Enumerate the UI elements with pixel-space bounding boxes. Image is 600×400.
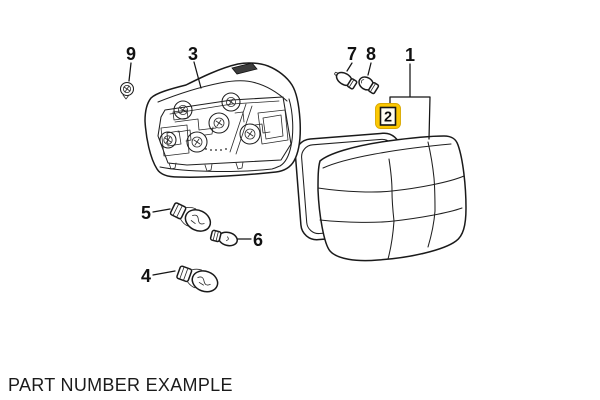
bulb-socket <box>159 131 177 149</box>
callout-6[interactable]: 6 <box>253 230 263 250</box>
badge-inner-box <box>379 106 397 126</box>
bulb-carrier-drawing <box>144 62 301 178</box>
bulb-6-drawing <box>209 229 238 247</box>
bulb-8-drawing <box>358 76 380 95</box>
bulb-socket <box>221 92 241 112</box>
bulb-7-drawing <box>334 71 358 90</box>
bulb-socket <box>208 112 230 134</box>
callout-4[interactable]: 4 <box>141 266 151 286</box>
callout-1[interactable]: 1 <box>405 45 415 65</box>
bulb-5-drawing <box>169 202 212 232</box>
callout-5[interactable]: 5 <box>141 203 151 223</box>
bulb-socket <box>173 100 193 120</box>
callout-3[interactable]: 3 <box>188 44 198 64</box>
screw-drawing <box>119 81 135 100</box>
bulb-socket <box>186 131 208 153</box>
caption-part-number-example: PART NUMBER EXAMPLE <box>8 375 233 395</box>
leader-lines <box>128 61 431 276</box>
callout-7[interactable]: 7 <box>347 44 357 64</box>
callout-2[interactable]: 2 <box>384 110 392 126</box>
callout-9[interactable]: 9 <box>126 44 136 64</box>
highlighted-callout-2-badge[interactable]: 2 <box>375 103 401 129</box>
tail-light-lens-drawing <box>317 135 467 262</box>
callout-8[interactable]: 8 <box>366 44 376 64</box>
housing-vent-slot <box>231 62 258 75</box>
bulb-4-drawing <box>176 265 219 293</box>
bulb-socket <box>239 123 261 145</box>
